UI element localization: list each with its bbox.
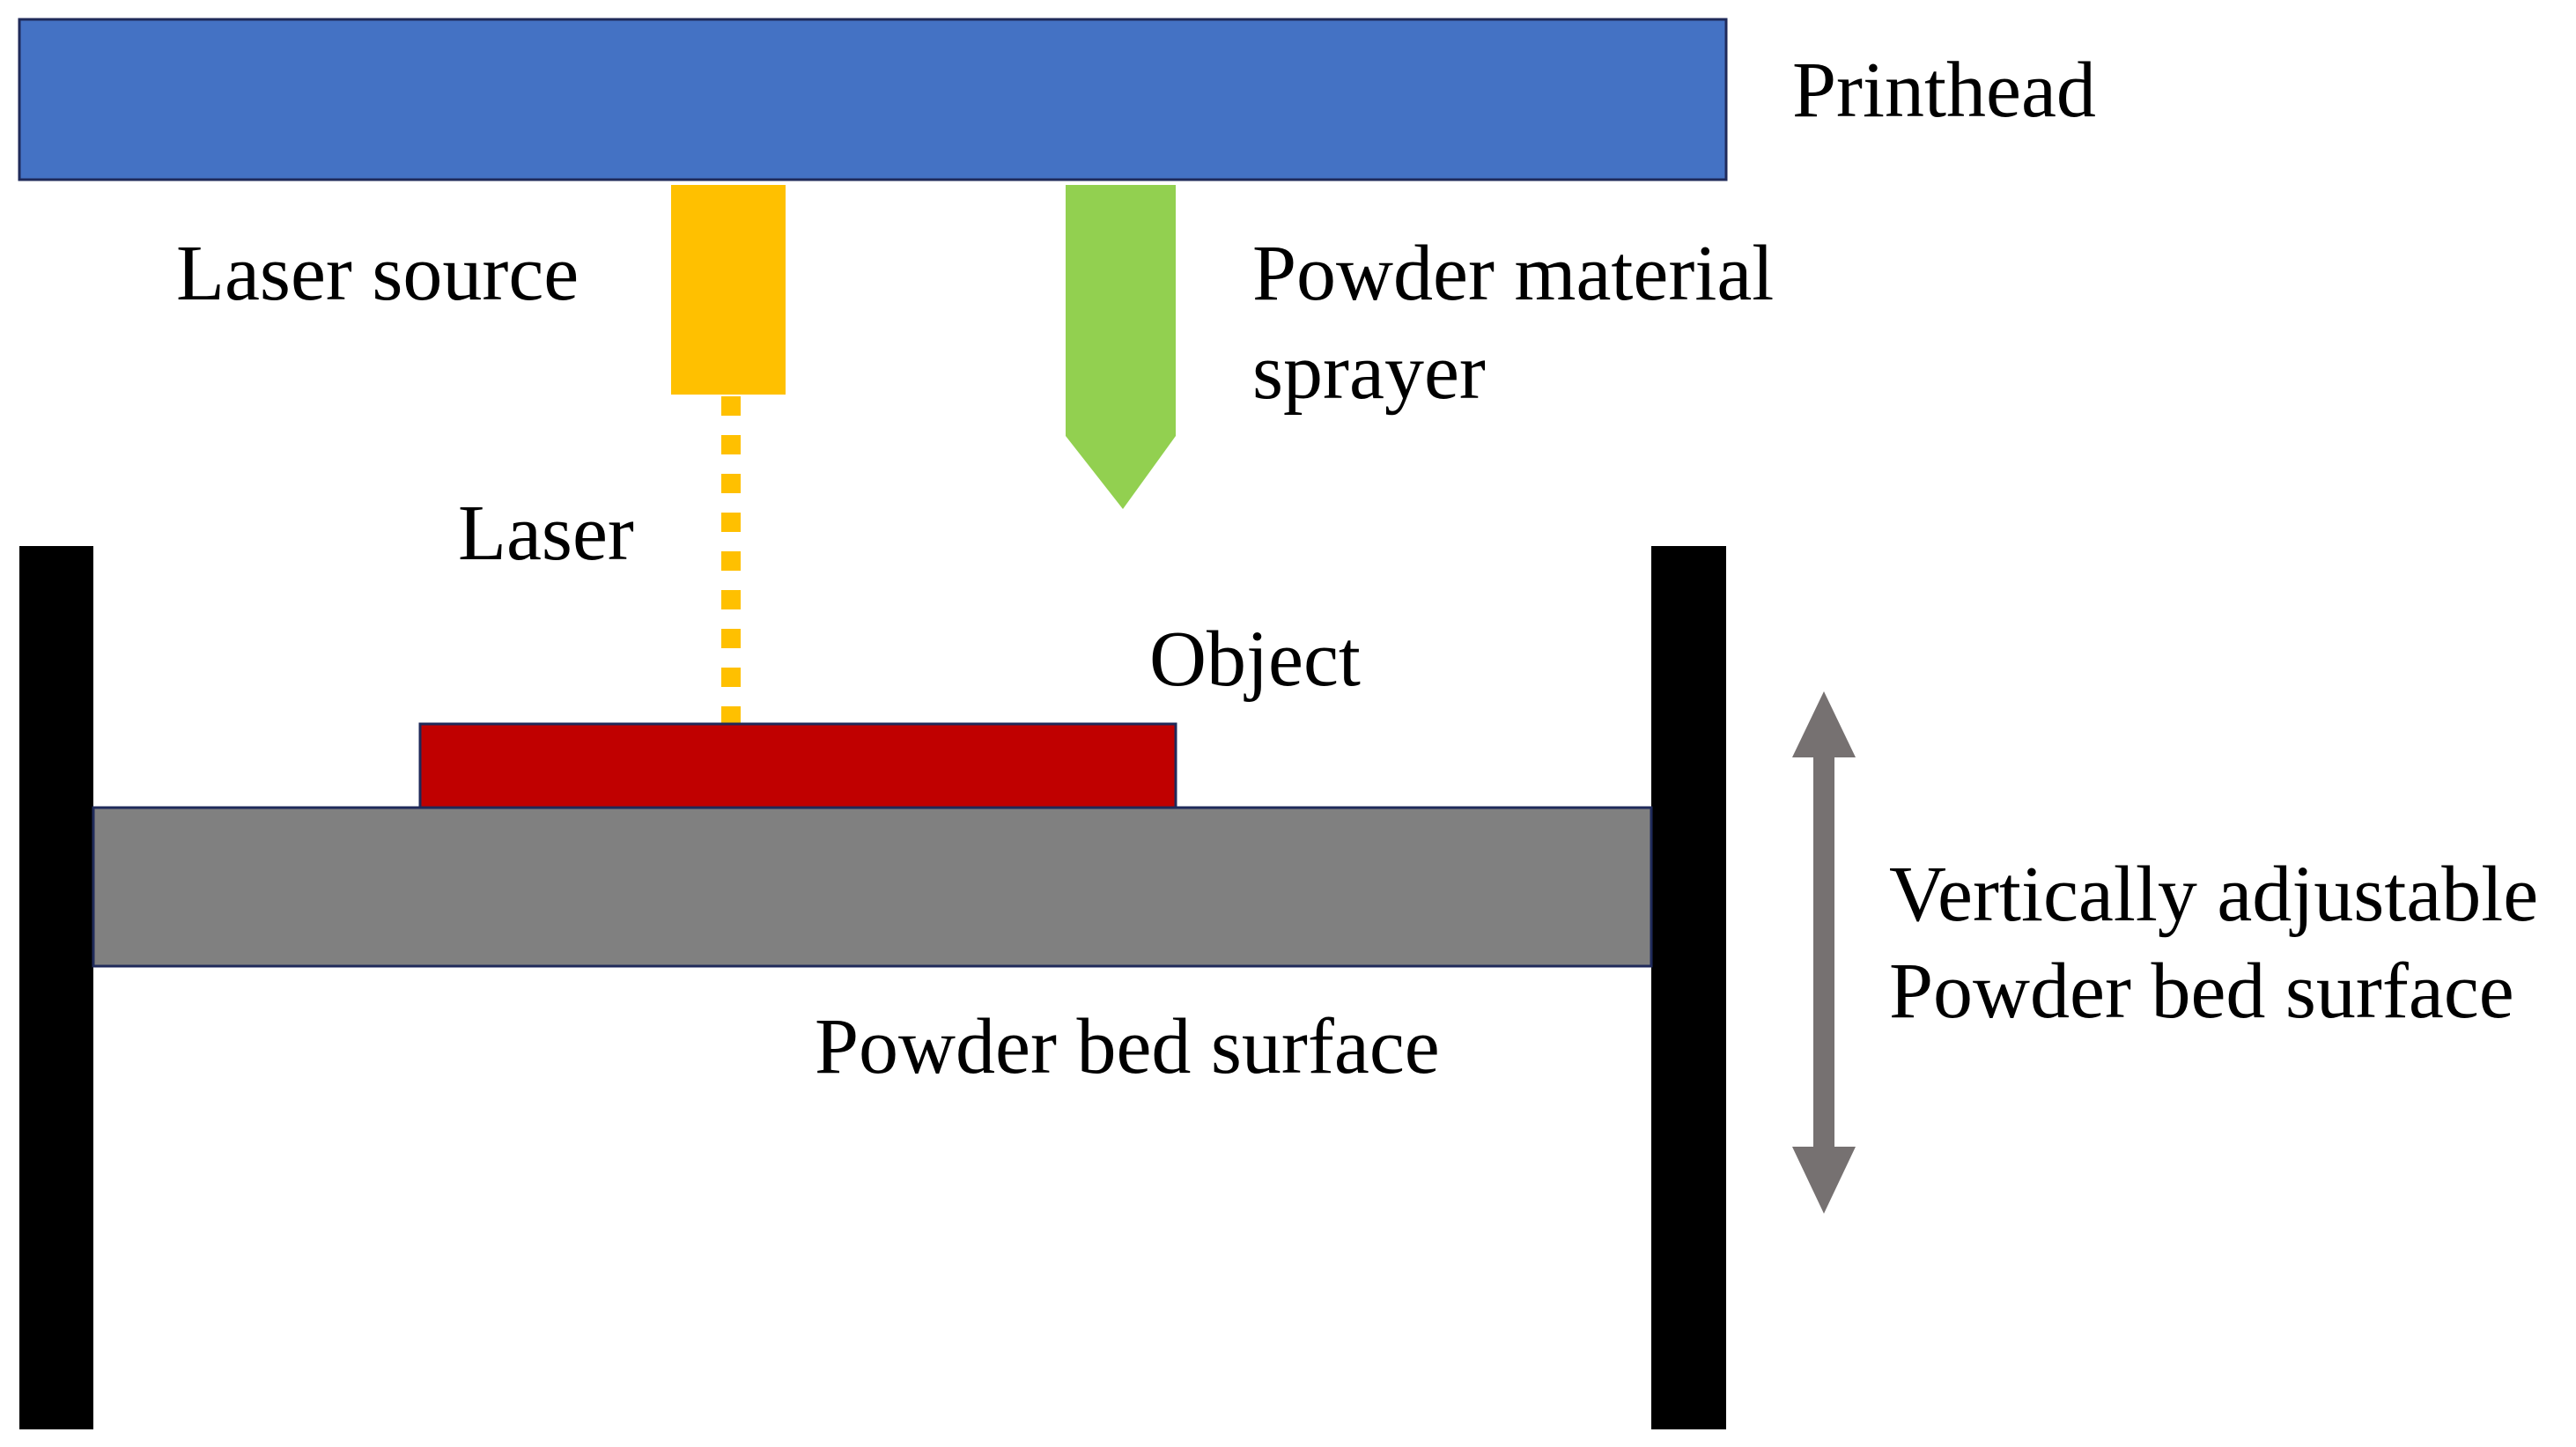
- printed-object: [418, 722, 1177, 809]
- printhead-bar: [18, 18, 1728, 181]
- arrow-head-up: [1792, 691, 1856, 757]
- laser-source-block: [671, 185, 786, 395]
- left-wall: [19, 546, 93, 1429]
- powder-bed: [92, 806, 1653, 968]
- right-wall: [1651, 546, 1726, 1429]
- powder-sprayer-label-line1: Powder material: [1252, 230, 1774, 317]
- printhead-label: Printhead: [1792, 47, 2096, 134]
- adjustable-label-line1: Vertically adjustable: [1889, 851, 2538, 938]
- arrow-shaft: [1813, 749, 1834, 1154]
- vertical-adjust-arrow: [1792, 691, 1856, 1214]
- laser-source-label: Laser source: [176, 230, 579, 317]
- arrow-head-down: [1792, 1147, 1856, 1214]
- adjustable-label-line2: Powder bed surface: [1889, 948, 2514, 1035]
- object-label: Object: [1149, 616, 1361, 703]
- laser-label: Laser: [458, 490, 634, 577]
- powder-bed-label: Powder bed surface: [815, 1003, 1440, 1090]
- powder-sprayer-nozzle: [1066, 185, 1176, 509]
- powder-sprayer-label-line2: sprayer: [1252, 329, 1486, 416]
